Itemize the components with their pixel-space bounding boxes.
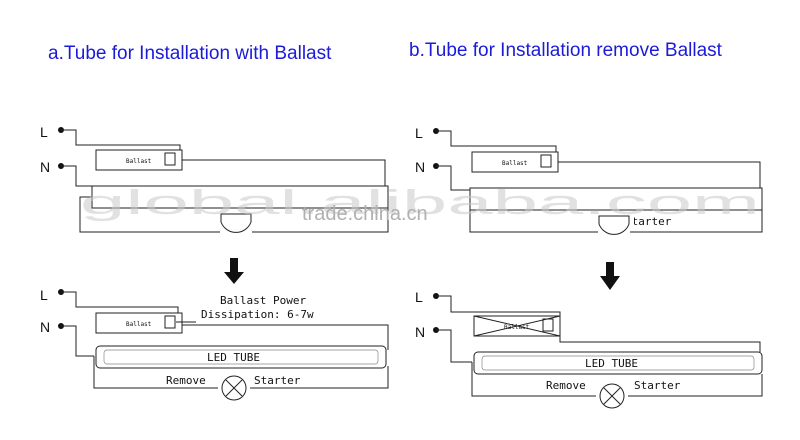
panel-a-bottom: L N Ballast Ballast Power Dissipation: 6… [40, 287, 389, 401]
led-tube-label: LED TUBE [207, 351, 260, 364]
title-b: b.Tube for Installation remove Ballast [409, 40, 723, 61]
wire [436, 165, 470, 191]
starter-label-partial: Starter [625, 215, 672, 228]
led-tube-inner [481, 355, 755, 371]
ballast [95, 312, 183, 334]
partial-label-clip: Starter [625, 215, 672, 228]
ballast-terminal-block [164, 152, 176, 166]
wire [79, 196, 220, 233]
panel-a-top: L N Ballast [40, 124, 389, 233]
wire [61, 165, 92, 187]
panel-b-top: L N Ballast Starter [415, 125, 763, 235]
ballast-terminal-block [540, 154, 552, 168]
wire [436, 329, 472, 363]
terminal-n: N [40, 159, 50, 175]
arrow-down-icon [600, 262, 620, 290]
wire [558, 161, 761, 188]
arrow-down-icon [224, 258, 244, 284]
led-tube-label: LED TUBE [585, 357, 638, 370]
cross-icon [473, 315, 561, 337]
ballast-label: Ballast [126, 321, 152, 328]
wire [469, 199, 598, 233]
wire [93, 356, 218, 389]
wire [630, 210, 763, 233]
starter-label: Starter [634, 379, 681, 392]
wire [250, 366, 389, 389]
wire [628, 374, 763, 397]
wire [182, 324, 389, 350]
ballast-terminal-block [542, 318, 554, 332]
watermark-main: global.alibaba.com [80, 184, 760, 222]
ballast-label: Ballast [502, 160, 528, 167]
title-a: a.Tube for Installation with Ballast [48, 43, 332, 64]
terminal-n: N [40, 319, 50, 335]
starter-bulb [598, 215, 630, 235]
terminal-n: N [415, 159, 425, 175]
led-tube [95, 345, 387, 369]
wire [61, 325, 94, 357]
terminal-l: L [415, 125, 423, 141]
remove-label: Remove [546, 379, 586, 392]
wire [475, 311, 761, 352]
remove-label: Remove [166, 374, 206, 387]
wire [436, 295, 475, 313]
annotation-line1: Ballast Power [220, 294, 306, 307]
wire [61, 291, 179, 315]
terminal-n: N [415, 324, 425, 340]
wire [436, 130, 557, 158]
terminal-l: L [40, 287, 48, 303]
wire [471, 362, 596, 397]
cross-icon [603, 387, 621, 405]
starter-bulb [220, 213, 252, 233]
led-tube [473, 351, 763, 375]
terminal-l: L [415, 289, 423, 305]
wire [61, 129, 181, 158]
watermark-center: trade.china.cn [302, 203, 428, 225]
panel-b-bottom: L N Ballast LED TUBE Remove Starter [415, 289, 763, 409]
terminal-l: L [40, 124, 48, 140]
starter-label: Starter [254, 374, 301, 387]
wire [182, 159, 386, 186]
ballast-label: Ballast [504, 324, 530, 331]
led-tube-inner [103, 349, 379, 365]
ballast-label: Ballast [126, 158, 152, 165]
wire [252, 208, 389, 233]
cross-icon [225, 379, 243, 397]
ballast-terminal-block [164, 315, 176, 329]
annotation-line2: Dissipation: 6-7w [201, 308, 314, 321]
